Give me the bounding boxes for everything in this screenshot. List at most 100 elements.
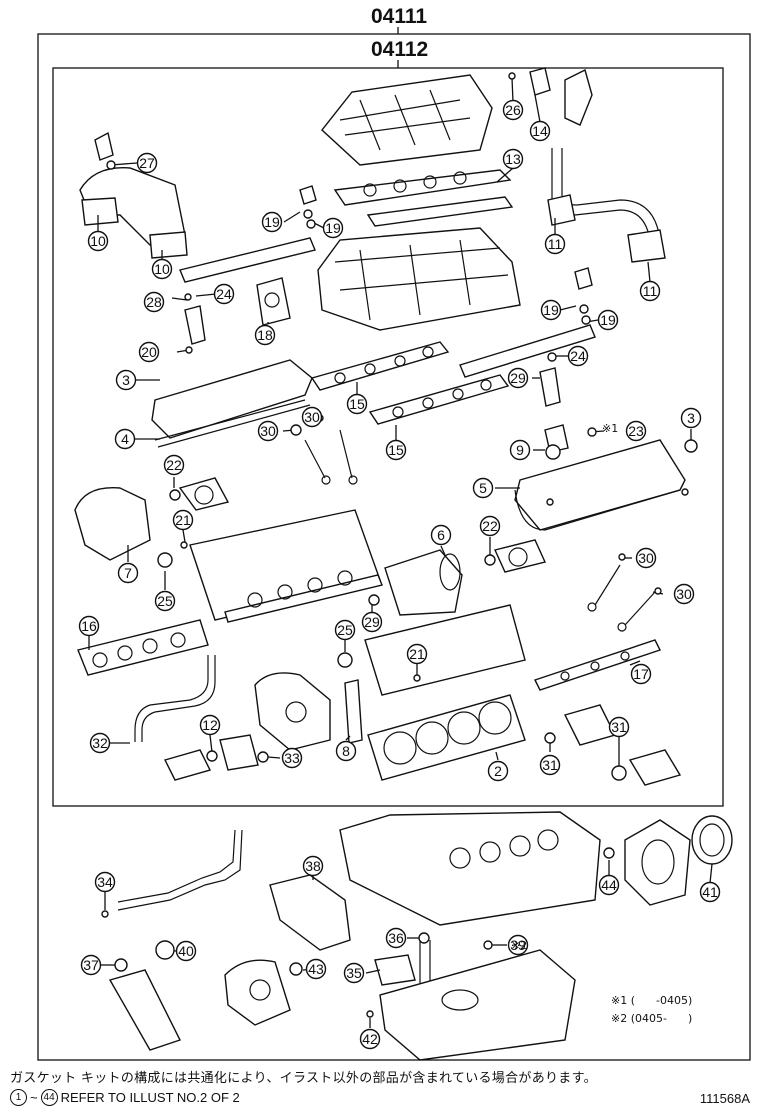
callout-number: 15	[388, 442, 404, 458]
callout-circle	[257, 420, 279, 442]
callout-circle	[639, 280, 661, 302]
fuel-rail-right	[459, 267, 596, 407]
callout-3: 3	[115, 369, 137, 391]
callout-circle	[385, 439, 407, 461]
callout-number: 21	[175, 512, 191, 528]
callout-circle	[507, 367, 529, 389]
callout-number: 33	[284, 750, 300, 766]
callout-circle	[540, 299, 562, 321]
callout-circle	[94, 871, 116, 893]
callout-31: 31	[608, 716, 630, 738]
callout-circle	[334, 619, 356, 641]
callout-13: 13	[502, 148, 524, 170]
callout-number: 31	[542, 757, 558, 773]
callout-number: 25	[337, 622, 353, 638]
callout-number: 19	[600, 312, 616, 328]
callout-circle	[80, 954, 102, 976]
callout-circle	[117, 562, 139, 584]
callout-number: 29	[364, 614, 380, 630]
callout-14: 14	[529, 120, 551, 142]
ref-end-circle: 44	[40, 1089, 58, 1106]
callout-circle	[335, 740, 357, 762]
water-pipe-34	[117, 829, 243, 911]
callout-number: 6	[437, 527, 445, 543]
ref-start-circle: 1	[10, 1089, 27, 1106]
callout-number: 32	[92, 735, 108, 751]
callout-number: 37	[83, 957, 99, 973]
valves-right	[587, 564, 656, 632]
callout-circle	[699, 881, 721, 903]
callout-42: 42	[359, 1028, 381, 1050]
callout-30: 30	[635, 547, 657, 569]
kit-number-04112: 04112	[371, 38, 428, 61]
callout-circle	[597, 309, 619, 331]
cylinder-block	[339, 811, 601, 926]
callout-number: 7	[124, 565, 132, 581]
callout-circle	[302, 855, 324, 877]
callout-circle	[89, 732, 111, 754]
callout-32: 32	[89, 732, 111, 754]
callout-number: 20	[141, 344, 157, 360]
callout-7: 7	[117, 562, 139, 584]
callout-30: 30	[257, 420, 279, 442]
callout-circle	[608, 716, 630, 738]
callout-number: 9	[516, 442, 524, 458]
production-note-2: ※2 (0405- )	[611, 1012, 692, 1025]
callout-number: 5	[479, 480, 487, 496]
callout-circle	[261, 211, 283, 233]
callout-16: 16	[78, 615, 100, 637]
callout-circle	[630, 663, 652, 685]
callout-26: 26	[502, 99, 524, 121]
oil-pump-cover	[224, 959, 291, 1026]
callout-36: 36	[385, 927, 407, 949]
cylinder-head-right	[364, 604, 526, 696]
timing-belt-cover	[254, 672, 331, 751]
callout-number: 18	[257, 327, 273, 343]
callout-circle	[87, 230, 109, 252]
callout-number: 22	[482, 518, 498, 534]
callout-circle	[172, 509, 194, 531]
callout-number: 14	[532, 123, 548, 139]
callout-19: 19	[540, 299, 562, 321]
callout-41: 41	[699, 881, 721, 903]
callout-10: 10	[151, 258, 173, 280]
callout-circle	[199, 714, 221, 736]
callout-number: 43	[308, 961, 324, 977]
callout-number: 26	[505, 102, 521, 118]
valves-left	[304, 429, 358, 485]
callout-30: 30	[301, 406, 323, 428]
callout-circle	[359, 1028, 381, 1050]
throttle-body-gasket	[256, 277, 291, 326]
callout-19: 19	[261, 211, 283, 233]
callout-number: 3	[687, 410, 695, 426]
callout-number: 16	[81, 618, 97, 634]
callout-number: 36	[388, 930, 404, 946]
callout-number: 2	[494, 763, 502, 779]
water-bypass-pipe	[547, 148, 666, 263]
callout-number: 19	[325, 220, 341, 236]
exhaust-gasket-left	[77, 619, 209, 676]
rear-oil-seal-retainer	[624, 815, 733, 906]
callout-circle	[625, 420, 647, 442]
callout-circle	[479, 515, 501, 537]
callout-number: 30	[304, 409, 320, 425]
callout-circle	[385, 927, 407, 949]
callout-number: 25	[157, 593, 173, 609]
callout-25: 25	[334, 619, 356, 641]
spark-plug-tube-gasket	[344, 679, 363, 744]
callout-number: 15	[349, 396, 365, 412]
ref-tilde: ~	[30, 1090, 38, 1105]
kit-number-04111: 04111	[371, 5, 427, 28]
water-inlet-right	[494, 539, 546, 573]
callout-20: 20	[138, 341, 160, 363]
callout-circle	[502, 99, 524, 121]
cylinder-head-left	[189, 509, 383, 623]
callout-34: 34	[94, 871, 116, 893]
callout-circle	[281, 747, 303, 769]
callout-30: 30	[673, 583, 695, 605]
ref-text: REFER TO ILLUST NO.2 OF 2	[60, 1090, 240, 1105]
callout-number: 31	[611, 719, 627, 735]
callout-number: 30	[676, 586, 692, 602]
callout-circle	[78, 615, 100, 637]
